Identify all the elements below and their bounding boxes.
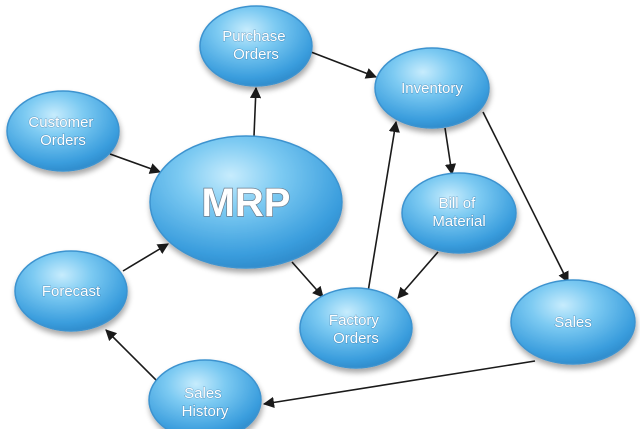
svg-text:Sales: Sales — [554, 314, 592, 331]
edge-sales-history-to-forecast — [105, 329, 159, 383]
svg-text:Purchase Orders: Purchase Orders — [222, 28, 290, 63]
svg-text:Forecast: Forecast — [42, 283, 101, 300]
edge-mrp-to-factory-orders — [291, 261, 324, 298]
node-purchase-orders: Purchase Orders — [199, 5, 313, 87]
inventory-label: Inventory — [401, 80, 463, 97]
purchase-orders-label-line2: Orders — [233, 46, 279, 63]
customer-orders-label-line2: Orders — [40, 132, 86, 149]
svg-text:Sales History: Sales History — [182, 385, 229, 420]
purchase-orders-label-line1: Purchase — [222, 28, 285, 45]
sales-label: Sales — [554, 314, 592, 331]
node-factory-orders: Factory Orders — [299, 287, 413, 369]
node-customer-orders: Customer Orders — [6, 90, 120, 172]
node-inventory: Inventory — [374, 47, 490, 129]
nodes-layer: Purchase Orders Inventory Customer Order… — [6, 5, 636, 429]
edge-sales-to-sales-history — [262, 360, 536, 408]
edge-forecast-to-mrp — [122, 243, 169, 272]
edge-bill-of-material-to-factory-orders — [397, 251, 439, 299]
svg-text:MRP: MRP — [202, 181, 291, 225]
bill-of-material-label-line2: Material — [432, 213, 485, 230]
edge-mrp-to-purchase-orders — [249, 86, 262, 137]
node-forecast: Forecast — [14, 250, 128, 332]
factory-orders-label-line1: Factory — [329, 312, 380, 329]
edges-layer — [105, 51, 569, 408]
sales-history-label-line2: History — [182, 403, 229, 420]
forecast-label: Forecast — [42, 283, 101, 300]
svg-text:Bill of Material: Bill of Material — [432, 195, 485, 230]
svg-text:Customer Orders: Customer Orders — [28, 114, 97, 149]
mrp-label: MRP — [202, 181, 291, 225]
edge-customer-orders-to-mrp — [109, 153, 162, 174]
customer-orders-label-line1: Customer — [28, 114, 93, 131]
node-sales-history: Sales History — [148, 359, 262, 429]
node-bill-of-material: Bill of Material — [401, 172, 517, 254]
node-sales: Sales — [510, 279, 636, 365]
edge-inventory-to-sales — [482, 111, 569, 284]
node-mrp: MRP — [149, 135, 343, 269]
svg-text:Inventory: Inventory — [401, 80, 463, 97]
sales-history-label-line1: Sales — [184, 385, 222, 402]
edge-purchase-orders-to-inventory — [310, 51, 378, 79]
factory-orders-label-line2: Orders — [333, 330, 379, 347]
edge-inventory-to-bill-of-material — [444, 127, 457, 176]
bill-of-material-label-line1: Bill of — [439, 195, 477, 212]
svg-text:Factory Orders: Factory Orders — [329, 312, 383, 347]
edge-factory-orders-to-inventory — [367, 120, 400, 293]
